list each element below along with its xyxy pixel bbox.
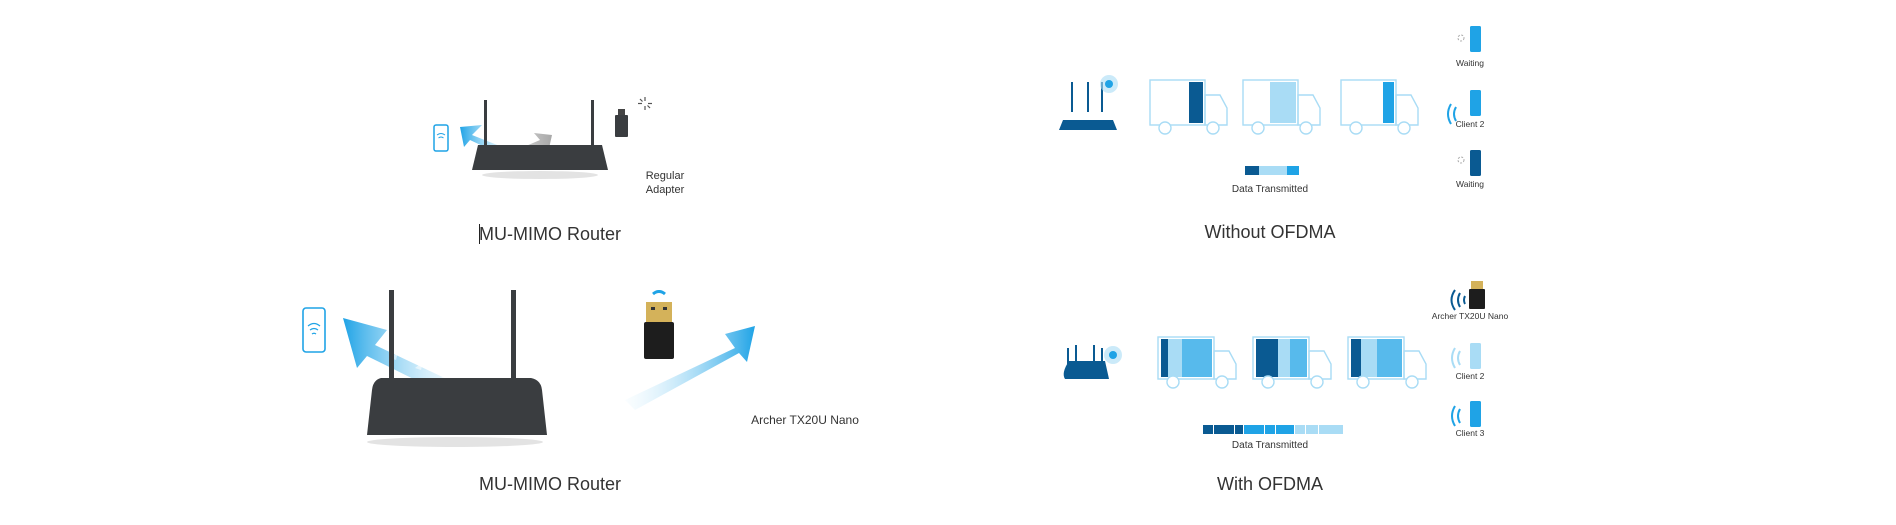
router-icon	[472, 100, 608, 179]
without-ofdma-data-label: Data Transmitted	[1231, 184, 1309, 195]
text-cursor	[479, 224, 480, 244]
client-icon-2	[1451, 343, 1481, 369]
phone-icon	[433, 124, 449, 152]
router-icon	[1063, 345, 1122, 379]
truck-icon-2	[1252, 336, 1332, 389]
truck-icon-3	[1340, 79, 1419, 135]
archer-nano-label: Archer TX20U Nano	[751, 413, 859, 427]
router-icon	[1059, 75, 1118, 130]
truck-icon-1	[1157, 336, 1237, 389]
truck-icon-2	[1242, 79, 1321, 135]
loading-spinner-icon	[638, 97, 652, 110]
with-ofdma-data-label: Data Transmitted	[1231, 440, 1309, 451]
regular-adapter-label-1: Regular	[645, 170, 685, 182]
with-ofdma-caption: With OFDMA	[1217, 474, 1323, 494]
regular-adapter-icon	[615, 109, 628, 137]
client-label-1: Archer TX20U Nano	[1431, 311, 1509, 321]
without-ofdma-caption: Without OFDMA	[1204, 222, 1336, 242]
client-label-1: Waiting	[1455, 58, 1485, 68]
mu-mimo-top-diagram	[433, 97, 652, 179]
data-transmitted-bar	[1203, 425, 1343, 434]
mu-mimo-top-caption: MU-MIMO Router	[478, 224, 621, 244]
router-icon	[367, 290, 547, 447]
truck-icon-3	[1347, 336, 1427, 389]
truck-icon-1	[1149, 79, 1228, 135]
mu-mimo-bottom-caption: MU-MIMO Router	[478, 474, 621, 494]
archer-tx20u-nano-icon	[644, 302, 674, 359]
wifi-icon	[652, 290, 666, 296]
client-label-3: Client 3	[1455, 428, 1485, 438]
regular-adapter-label-2: Adapter	[645, 184, 685, 196]
with-ofdma-diagram	[1063, 281, 1485, 434]
client-icon-2	[1447, 90, 1481, 125]
blue-signal-arrow-right	[625, 326, 755, 410]
without-ofdma-diagram	[1059, 26, 1481, 176]
client-label-2: Client 2	[1455, 371, 1485, 381]
data-transmitted-bar	[1245, 166, 1299, 175]
client-icon-1	[1457, 26, 1481, 52]
client-icon-3	[1457, 150, 1481, 176]
client-label-3: Waiting	[1455, 179, 1485, 189]
mu-mimo-bottom-diagram	[302, 290, 755, 447]
client-icon-3	[1451, 401, 1481, 427]
phone-icon	[302, 307, 326, 353]
archer-nano-client-icon	[1450, 281, 1485, 311]
client-label-2: Client 2	[1455, 119, 1485, 129]
